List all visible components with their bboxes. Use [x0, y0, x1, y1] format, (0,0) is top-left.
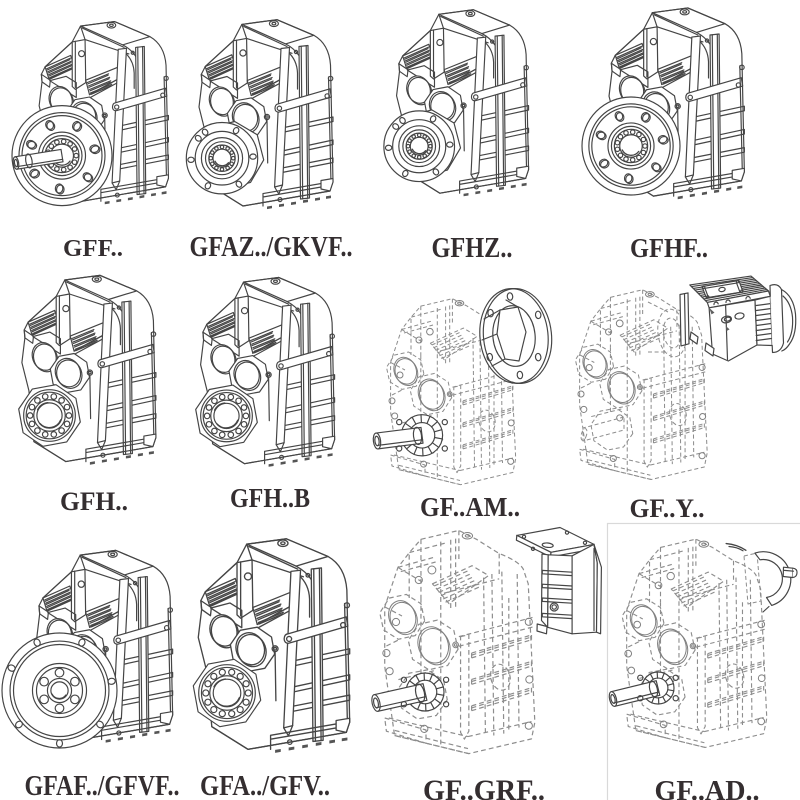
svg-text:GFAZ../GKVF..: GFAZ../GKVF.. [190, 231, 353, 263]
svg-text:GF..Y..: GF..Y.. [630, 494, 705, 523]
svg-text:GFF..: GFF.. [63, 236, 123, 262]
svg-text:GFH..B: GFH..B [230, 483, 310, 513]
svg-text:GF..AD..: GF..AD.. [655, 775, 760, 800]
svg-text:GFAF../GFVF..: GFAF../GFVF.. [25, 771, 180, 800]
svg-text:GF..AM..: GF..AM.. [420, 492, 520, 522]
svg-text:GFHF..: GFHF.. [630, 233, 708, 263]
svg-text:GFHZ..: GFHZ.. [432, 233, 513, 264]
svg-text:GFA../GFV..: GFA../GFV.. [200, 771, 330, 800]
svg-text:GF..GRF..: GF..GRF.. [423, 774, 545, 800]
svg-text:GFH..: GFH.. [60, 487, 128, 516]
